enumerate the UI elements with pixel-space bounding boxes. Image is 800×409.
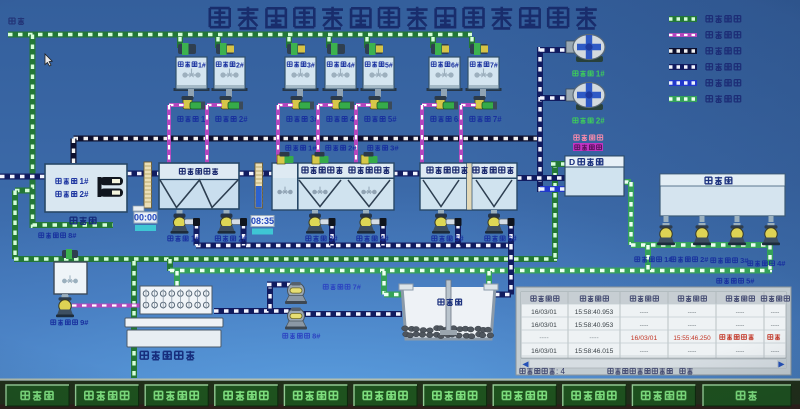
svg-text:----: ---- [688, 348, 697, 355]
svg-text:7#: 7# [353, 282, 362, 291]
svg-text:6#: 6# [508, 234, 517, 243]
svg-text:----: ---- [736, 348, 745, 355]
svg-text:15:58:46.015: 15:58:46.015 [575, 348, 614, 355]
svg-text:----: ---- [771, 322, 780, 329]
svg-text:16/03/01: 16/03/01 [531, 322, 557, 329]
svg-text:2#: 2# [80, 190, 89, 199]
svg-text:16/03/01: 16/03/01 [631, 335, 658, 342]
svg-text:2#: 2# [238, 234, 247, 243]
svg-text:15:55:46.250: 15:55:46.250 [673, 335, 711, 342]
svg-text:5#: 5# [746, 276, 755, 285]
svg-text:5#: 5# [455, 234, 464, 243]
svg-text:4#: 4# [347, 62, 355, 69]
svg-text:8#: 8# [312, 331, 321, 340]
svg-text:1#: 1# [191, 234, 200, 243]
svg-text:2#: 2# [348, 144, 357, 153]
svg-text:----: ---- [640, 309, 649, 316]
svg-text:8#: 8# [68, 231, 77, 240]
svg-text:----: ---- [688, 322, 697, 329]
svg-text:3#: 3# [329, 234, 338, 243]
svg-text:: 4: : 4 [556, 367, 565, 376]
svg-text:1#: 1# [198, 62, 206, 69]
svg-text:----: ---- [640, 348, 649, 355]
svg-text:----: ---- [688, 309, 697, 316]
svg-text:2#: 2# [700, 255, 709, 264]
svg-text:16/03/01: 16/03/01 [531, 348, 557, 355]
svg-text:15:58:40.953: 15:58:40.953 [575, 309, 614, 316]
svg-text:4#: 4# [380, 234, 389, 243]
svg-text:1#: 1# [596, 69, 605, 78]
svg-text:3#: 3# [307, 62, 315, 69]
svg-text:6#: 6# [451, 62, 459, 69]
svg-text:----: ---- [771, 348, 780, 355]
svg-text:15:58:40.953: 15:58:40.953 [575, 322, 614, 329]
svg-text:9#: 9# [80, 318, 89, 327]
svg-text:1#: 1# [80, 177, 89, 186]
svg-text:----: ---- [736, 309, 745, 316]
svg-text:----: ---- [539, 335, 549, 342]
svg-text:08:35: 08:35 [251, 216, 274, 226]
svg-text:----: ---- [589, 335, 599, 342]
svg-text:◀: ◀ [522, 360, 529, 369]
svg-text:00:00: 00:00 [134, 213, 157, 223]
svg-text:5#: 5# [385, 62, 393, 69]
svg-text:2#: 2# [596, 116, 605, 125]
svg-text:2#: 2# [239, 115, 248, 124]
svg-text:----: ---- [640, 322, 649, 329]
svg-text:16/03/01: 16/03/01 [531, 309, 557, 316]
svg-text:▶: ▶ [778, 360, 785, 369]
svg-text:----: ---- [736, 322, 745, 329]
svg-text:2#: 2# [236, 62, 244, 69]
svg-text:D: D [569, 157, 575, 167]
svg-text:3#: 3# [390, 144, 399, 153]
svg-text:5#: 5# [388, 115, 397, 124]
svg-text:1#: 1# [308, 144, 317, 153]
svg-text:----: ---- [771, 309, 780, 316]
svg-text:7#: 7# [490, 62, 498, 69]
svg-text:7#: 7# [493, 115, 502, 124]
svg-text:4#: 4# [777, 259, 786, 268]
